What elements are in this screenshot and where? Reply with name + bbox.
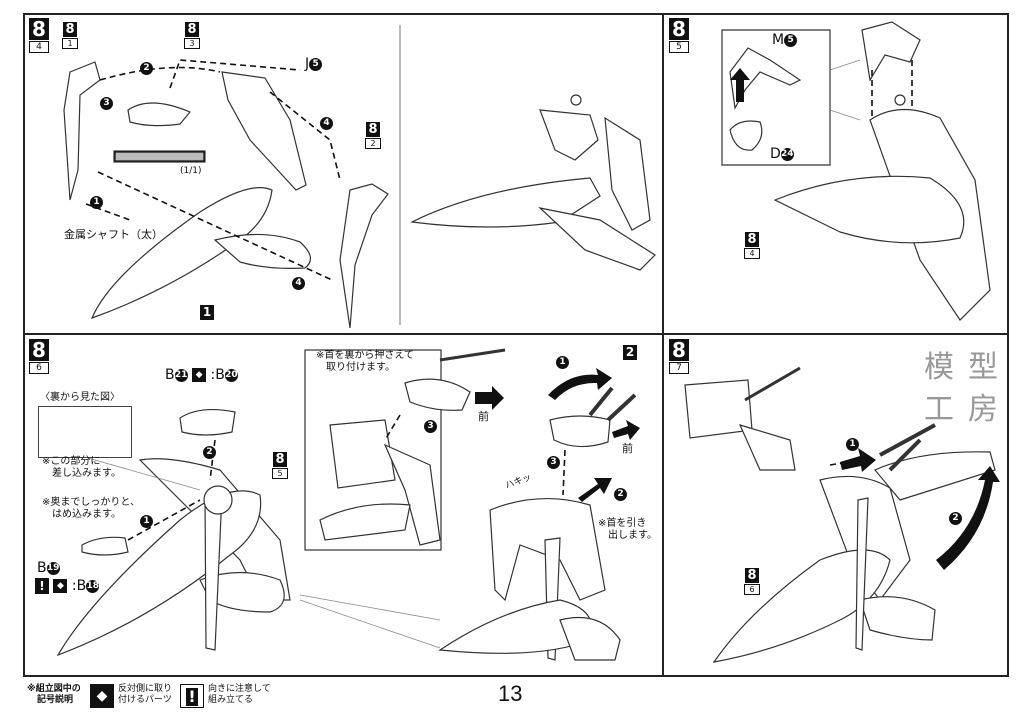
step-8-6-header: 8 6 xyxy=(29,339,49,374)
part-2-badge: 2 xyxy=(623,345,637,360)
step-8-4-header: 8 4 xyxy=(29,18,49,53)
part-1-badge: 1 xyxy=(200,305,214,320)
legend-title: ※組立図中の 記号説明 xyxy=(27,684,81,705)
arrow-step-1: 1 xyxy=(140,515,153,528)
back-view-inset xyxy=(38,406,132,458)
back-view-label: 〈裏から見た図〉 xyxy=(40,392,120,403)
firm-note: ※奥までしっかりと、 はめ込みます。 xyxy=(42,497,140,520)
metal-shaft-label: 金属シャフト（太） xyxy=(64,228,163,241)
arrow-step-4b: 4 xyxy=(292,277,305,290)
watermark-line-2: 工房 xyxy=(924,392,1012,427)
step-number: 8 xyxy=(669,18,689,40)
arrow-step-1: 1 xyxy=(90,196,103,209)
insert-note: ※この部分に 差し込みます。 xyxy=(42,456,121,479)
part-d-label: D24 xyxy=(770,146,794,162)
ref-8-6: 8 6 xyxy=(744,568,760,595)
column-divider-bottom xyxy=(662,333,664,677)
page-number: 13 xyxy=(498,681,523,706)
ref-8-5: 8 5 xyxy=(272,452,288,479)
step-sub: 7 xyxy=(669,362,689,374)
ref-8-3: 8 3 xyxy=(184,22,200,49)
legend-opposite-side-icon: ◆ xyxy=(90,684,114,708)
caution-icon: ! xyxy=(35,578,49,594)
arrow-step-2: 2 xyxy=(140,62,153,75)
step-8-7-header: 8 7 xyxy=(669,339,689,374)
ref-8-1: 8 1 xyxy=(62,22,78,49)
arrow-step-2: 2 xyxy=(614,488,627,501)
part-number: 5 xyxy=(784,33,798,47)
step-number: 8 xyxy=(29,18,49,40)
legend-caution-text: 向きに注意して 組み立てる xyxy=(208,684,271,705)
step-8-5-header: 8 5 xyxy=(669,18,689,53)
arrow-step-2: 2 xyxy=(949,512,962,525)
arrow-step-2: 2 xyxy=(203,446,216,459)
front-label-2: 前 xyxy=(622,442,633,455)
ref-8-2: 8 2 xyxy=(365,122,381,149)
step-sub: 5 xyxy=(669,41,689,53)
b21-b20-label: B21 ◆ :B20 xyxy=(165,367,238,383)
row-divider xyxy=(23,333,1009,335)
step-number: 8 xyxy=(669,339,689,361)
pull-note: ※首を引き 出します。 xyxy=(598,518,657,541)
step-sub: 4 xyxy=(29,41,49,53)
part-number: 5 xyxy=(309,57,323,71)
ref-8-4: 8 4 xyxy=(744,232,760,259)
watermark-line-1: 模型 xyxy=(924,350,1012,385)
opposite-side-icon: ◆ xyxy=(53,579,68,593)
scale-label: (1/1) xyxy=(180,166,202,176)
b18-label: ! ◆ :B18 xyxy=(35,578,100,594)
page-frame xyxy=(23,13,1009,677)
part-number: 24 xyxy=(780,147,794,161)
column-divider-top xyxy=(662,13,664,335)
b19-label: B19 xyxy=(37,560,60,576)
arrow-step-4a: 4 xyxy=(320,117,333,130)
step-number: 8 xyxy=(29,339,49,361)
arrow-step-3: 3 xyxy=(100,97,113,110)
front-label-1: 前 xyxy=(478,410,489,423)
arrow-step-1: 1 xyxy=(556,356,569,369)
arrow-step-3b: 3 xyxy=(547,456,560,469)
legend-caution-icon: ! xyxy=(180,684,204,708)
arrow-step-1: 1 xyxy=(846,438,859,451)
legend-opposite-side-text: 反対側に取り 付けるパーツ xyxy=(118,684,173,705)
arrow-step-3a: 3 xyxy=(424,420,437,433)
opposite-side-icon: ◆ xyxy=(192,368,207,382)
step-sub: 6 xyxy=(29,362,49,374)
press-note: ※首を裏から押さえて 取り付けます。 xyxy=(316,350,414,373)
